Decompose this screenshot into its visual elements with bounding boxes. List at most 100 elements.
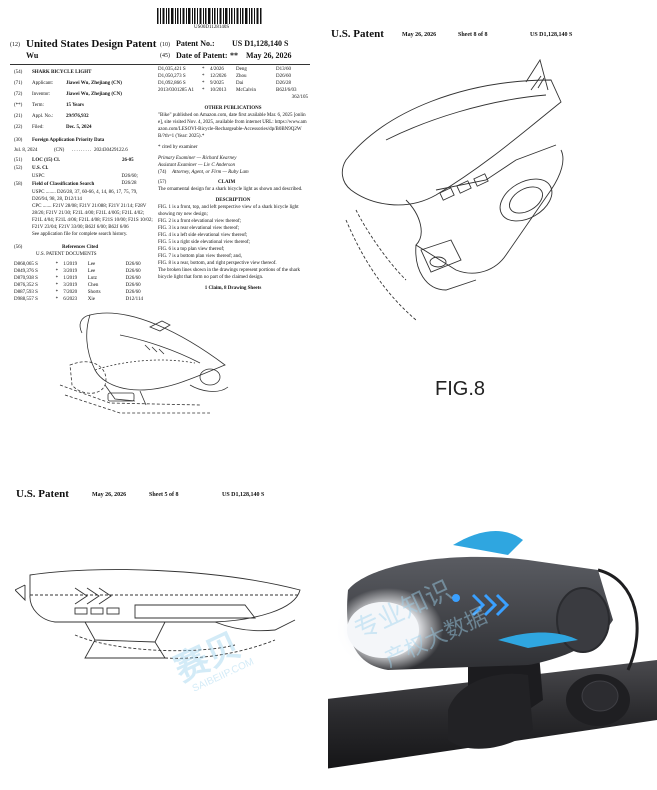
reference-mark: * — [202, 74, 205, 79]
reference-name: Lee — [87, 269, 96, 274]
reference-no: D868,065 S — [14, 262, 38, 267]
barcode-number: US00D1128140S — [194, 25, 230, 30]
reference-mark: * — [202, 67, 205, 72]
design-title: SHARK BICYCLE LIGHT — [32, 70, 92, 75]
primary-examiner: Primary Examiner — Richard Kearney — [158, 156, 237, 161]
reference-name: Chen — [87, 283, 99, 288]
shark-light-line-drawing — [59, 312, 229, 414]
sheet8-header-patent: US D1,128,140 S — [530, 32, 573, 38]
shark-light-line-drawing — [15, 569, 301, 659]
field-row: (71) Applicant: Jiawei Wu, Zhejiang (CN) — [14, 80, 154, 91]
reference-no: D849,376 S — [14, 269, 38, 274]
patent-date: May 26, 2026 — [246, 51, 292, 60]
description-text: FIG. 1 is a front, top, and left perspec… — [158, 204, 308, 281]
reference-no: D887,593 S — [14, 290, 38, 295]
reference-date: 9/2025 — [210, 81, 224, 86]
description-line: The broken lines shown in the drawings r… — [158, 268, 301, 280]
description-line: FIG. 5 is a right side elevational view … — [158, 240, 251, 245]
reference-no: D1,050,273 S — [158, 74, 186, 79]
description-line: FIG. 8 is a rear, bottom, and right pers… — [158, 261, 277, 266]
reference-name: McCalvin — [236, 88, 256, 93]
reference-cls: D13/60 — [276, 67, 291, 72]
search-heading: (58) Field of Classification Search — [14, 182, 95, 187]
field-row: (**) Term: 15 Years — [14, 102, 154, 113]
reference-name: Shorts — [87, 290, 101, 295]
reference-mark: * — [55, 269, 59, 274]
cited-by: * cited by examiner — [158, 145, 198, 150]
claims-sheets: 1 Claim, 8 Drawing Sheets — [204, 286, 262, 291]
sheet8-header-sheet: Sheet 8 of 8 — [458, 32, 488, 38]
patent-front-page: US00D1128140S (12) United States Design … — [0, 0, 318, 470]
sheet5-header-left: U.S. Patent — [16, 488, 69, 500]
reference-cls: D26/60 — [125, 276, 141, 281]
reference-cls: D12/114 — [125, 297, 143, 302]
description-title: DESCRIPTION — [215, 198, 251, 203]
foreign-priority-heading: (30) Foreign Application Priority Data — [14, 138, 105, 143]
refs-subtitle: U.S. PATENT DOCUMENTS — [36, 252, 97, 257]
barcode-icon — [157, 8, 262, 24]
uspc-row: USPC D26/60; D26/28 — [31, 174, 138, 186]
description-line: FIG. 4 is a left side elevational view t… — [158, 233, 248, 238]
sheet5-header-patent: US D1,128,140 S — [222, 492, 265, 498]
patent-no-label: Patent No.: — [176, 39, 215, 48]
reference-mark: * — [55, 262, 59, 267]
reference-mark: * — [55, 297, 59, 302]
reference-date: 1/2019 — [63, 276, 78, 281]
field-row: (72) Inventor: Jiawei Wu, Zhejiang (CN) — [14, 91, 154, 102]
field-list: (54) SHARK BICYCLE LIGHT (71) Applicant:… — [14, 69, 154, 303]
patent-no: US D1,128,140 S — [232, 39, 289, 48]
reference-mark: * — [55, 283, 59, 288]
reference-no: 2013/0301285 A1 — [158, 88, 194, 93]
patent-date-row: Wu (45) Date of Patent: ** May 26, 2026 — [10, 51, 310, 63]
reference-date: 7/2020 — [63, 290, 78, 295]
title-rule — [10, 64, 310, 65]
reference-date: 3/2019 — [63, 283, 78, 288]
description-line: FIG. 2 is a front elevational view there… — [158, 219, 242, 224]
loc-row: (51) LOC (15) Cl. 26-05 — [14, 158, 134, 163]
code-10: (10) — [160, 42, 170, 48]
description-line: FIG. 3 is a rear elevational view thereo… — [158, 226, 240, 231]
shark-light-photo — [328, 530, 657, 769]
field-row: (21) Appl. No.: 29/976,932 — [14, 113, 154, 124]
applicant: Jiawei Wu, Zhejiang (CN) — [66, 81, 122, 86]
reference-no: D870,938 S — [14, 276, 38, 281]
reference-name: Dai — [236, 81, 244, 86]
reference-name: Lee — [87, 262, 96, 267]
code-12: (12) — [10, 42, 20, 48]
reference-date: 6/2023 — [63, 297, 78, 302]
reference-cls: D26/60 — [125, 283, 141, 288]
uscl-row: (52) U.S. Cl. — [14, 166, 49, 171]
doc-title: United States Design Patent — [26, 38, 157, 50]
reference-no: D1,035,421 S — [158, 67, 186, 72]
sheet-8-page: U.S. Patent May 26, 2026 Sheet 8 of 8 US… — [318, 0, 657, 470]
appl-no: 29/976,932 — [66, 114, 89, 119]
reference-row: D849,376 S * 3/2019 Lee D26/60 — [14, 268, 154, 275]
sheet5-header-date: May 26, 2026 — [92, 492, 127, 498]
field-row: (22) Filed: Dec. 5, 2024 — [14, 124, 154, 135]
reference-cls: D26/60 — [125, 262, 141, 267]
reference-name: Xie — [87, 297, 96, 302]
reference-no: D1,092,866 S — [158, 81, 186, 86]
reference-cls: D26/28 — [276, 81, 291, 86]
search-note: See application file for complete search… — [32, 232, 128, 237]
description-line: FIG. 7 is a bottom plan view thereof; an… — [158, 254, 242, 259]
reference-date: 3/2019 — [63, 269, 78, 274]
foreign-priority-row: Jul. 8, 2024 (CN) ......... 202430429122… — [14, 148, 128, 153]
date-label: Date of Patent: — [176, 51, 228, 60]
refs-heading: (56) References Cited — [14, 245, 99, 250]
reference-date: 10/2013 — [210, 88, 227, 93]
other-pubs-title: OTHER PUBLICATIONS — [204, 106, 262, 111]
claim-text: The ornamental design for a shark bicycl… — [158, 187, 303, 192]
reference-date: 12/2026 — [210, 74, 227, 79]
description-line: FIG. 1 is a front, top, and left perspec… — [158, 205, 299, 217]
search-uspc: USPC ........ D26/28, 37, 60-66, 4, 14, … — [32, 190, 138, 202]
reference-cls: D26/60 — [125, 269, 141, 274]
shark-light-line-drawing — [341, 58, 564, 321]
filed-date: Dec. 5, 2024 — [66, 125, 92, 130]
